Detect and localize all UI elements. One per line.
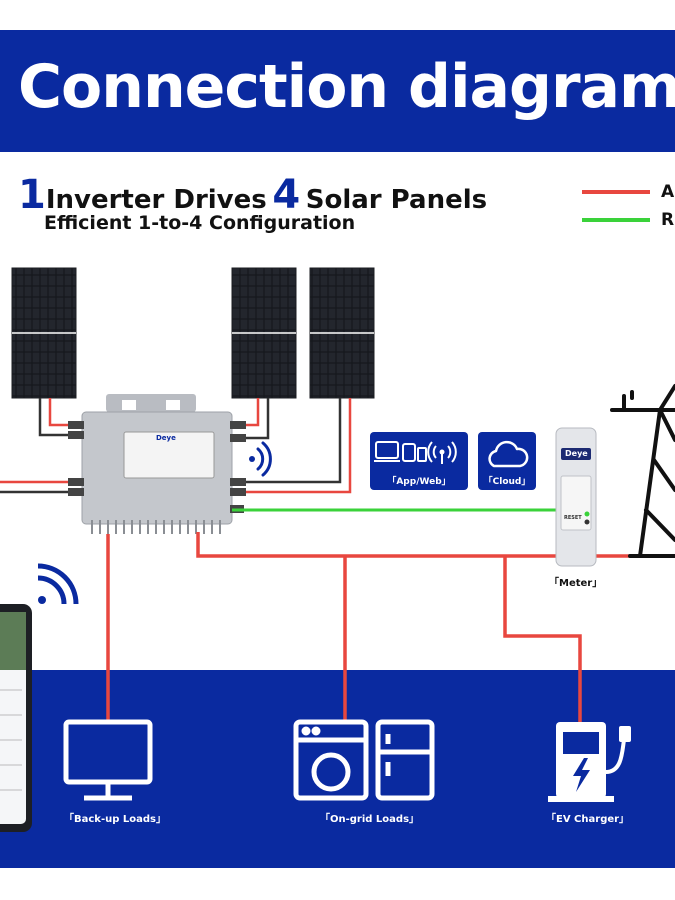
ev-charger-icon	[548, 722, 631, 802]
legend-rs485-text: R	[661, 210, 675, 230]
microinverter	[68, 394, 246, 534]
app-web-tile: 「App/Web」	[370, 432, 468, 490]
devices-icon	[374, 441, 457, 464]
backup-loads-label: 「Back-up Loads」	[64, 814, 166, 825]
meter-reset-label: RESET	[564, 515, 582, 521]
headline: 1Inverter Drives 4 Solar Panels	[18, 172, 487, 218]
cloud-label: 「Cloud」	[483, 477, 531, 487]
page-title: Connection diagram	[18, 52, 675, 122]
phone-wifi-icon	[37, 563, 79, 605]
headline-subtitle: Efficient 1-to-4 Configuration	[44, 212, 356, 234]
cloud-tile: 「Cloud」	[478, 432, 536, 490]
headline-number-2: 4	[272, 172, 301, 218]
meter-brand-logo: Deye	[565, 449, 588, 458]
power-tower-icon	[610, 384, 675, 558]
inverter-brand-logo: Deye	[156, 434, 176, 442]
ev-charger-label: 「EV Charger」	[546, 814, 630, 825]
meter-label: 「Meter」	[549, 578, 603, 589]
ongrid-loads-label: 「On-grid Loads」	[320, 814, 420, 825]
title-banner	[0, 30, 675, 152]
wifi-signal-icon	[249, 441, 272, 477]
headline-number-1: 1	[18, 172, 46, 218]
solar-panel-3	[309, 267, 375, 399]
app-web-label: 「App/Web」	[387, 477, 451, 487]
washing-machine-icon	[293, 719, 369, 801]
monitor-icon	[63, 719, 153, 801]
legend-ac-text: A	[661, 182, 675, 202]
solar-panel-1	[11, 267, 77, 399]
smartphone	[0, 604, 32, 832]
solar-panel-2	[231, 267, 297, 399]
headline-text-1: Inverter Drives	[45, 185, 267, 215]
refrigerator-icon	[375, 719, 435, 801]
ac-cables	[106, 532, 675, 722]
cloud-icon	[488, 440, 529, 468]
energy-meter	[555, 427, 597, 567]
headline-text-2: Solar Panels	[305, 185, 488, 215]
